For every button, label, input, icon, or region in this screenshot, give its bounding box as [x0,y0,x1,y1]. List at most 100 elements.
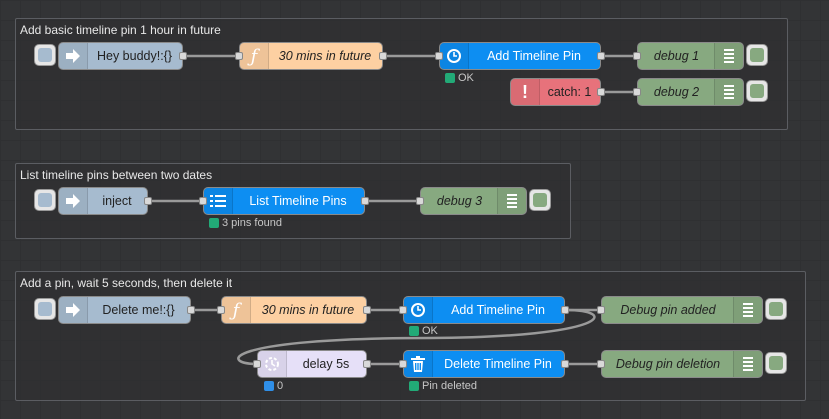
status-dot [409,381,419,391]
debug-bars-icon [743,357,753,371]
function-icon-area: ƒ [222,297,251,323]
group-add-basic-pin[interactable]: Add basic timeline pin 1 hour in future [15,18,788,130]
clock-icon [447,49,461,63]
inject-node-hey-buddy[interactable]: Hey buddy!:{} [58,42,187,70]
output-port[interactable] [597,52,605,60]
inject-trigger-button[interactable] [34,298,56,320]
delay-icon-area [258,351,287,377]
inject-node[interactable]: inject [58,187,152,215]
input-port[interactable] [253,360,261,368]
output-port[interactable] [363,306,371,314]
inject-node-delete-me[interactable]: Delete me!:{} [58,296,195,324]
node-label: List Timeline Pins [249,194,347,208]
debug-node-2[interactable]: debug 2 [633,78,744,106]
node-label: 30 mins in future [278,49,372,63]
node-label: debug 1 [653,49,700,63]
output-port[interactable] [597,88,605,96]
status-text: 0 [277,380,284,392]
node-label: Delete Timeline Pin [444,357,552,371]
input-port[interactable] [235,52,243,60]
node-label: debug 2 [653,85,700,99]
clock-icon [411,303,425,317]
status-text: Pin deleted [422,380,478,392]
arrow-in-icon [66,49,80,63]
node-label: delay 5s [302,357,350,371]
function-icon: ƒ [232,299,240,321]
node-label: 30 mins in future [261,303,355,317]
output-port[interactable] [361,197,369,205]
input-port[interactable] [597,360,605,368]
inject-icon-area [59,188,88,214]
debug-node-3[interactable]: debug 3 [416,187,527,215]
timer-icon [265,357,279,371]
debug-toggle-button[interactable] [746,44,768,66]
debug-icon-area [497,188,526,214]
wire [237,308,596,366]
function-node-30-mins[interactable]: ƒ 30 mins in future [235,42,387,70]
input-port[interactable] [597,306,605,314]
arrow-in-icon [66,303,80,317]
delete-timeline-pin-node[interactable]: Delete Timeline Pin [399,350,569,378]
input-port[interactable] [633,52,641,60]
input-port[interactable] [399,360,407,368]
node-status: 3 pins found [209,217,282,229]
timeline-icon-area [440,43,469,69]
debug-toggle-button[interactable] [529,189,551,211]
debug-node-1[interactable]: debug 1 [633,42,744,70]
debug-bars-icon [507,194,517,208]
debug-icon-area [733,297,762,323]
output-port[interactable] [144,197,152,205]
inject-trigger-button[interactable] [34,44,56,66]
status-dot [409,326,419,336]
node-label: Delete me!:{} [102,303,175,317]
node-label: catch: 1 [547,85,592,99]
output-port[interactable] [363,360,371,368]
debug-toggle-button[interactable] [765,298,787,320]
input-port[interactable] [416,197,424,205]
list-timeline-pins-node[interactable]: List Timeline Pins [199,187,369,215]
input-port[interactable] [399,306,407,314]
input-port[interactable] [633,88,641,96]
output-port[interactable] [187,306,195,314]
debug-pin-added-node[interactable]: Debug pin added [597,296,763,324]
node-label: Add Timeline Pin [487,49,581,63]
output-port[interactable] [561,306,569,314]
add-timeline-pin-node[interactable]: Add Timeline Pin [399,296,569,324]
input-port[interactable] [435,52,443,60]
output-port[interactable] [179,52,187,60]
add-timeline-pin-node[interactable]: Add Timeline Pin [435,42,605,70]
debug-pin-deletion-node[interactable]: Debug pin deletion [597,350,763,378]
debug-toggle-button[interactable] [765,352,787,374]
debug-toggle-button[interactable] [746,80,768,102]
status-text: 3 pins found [222,217,282,229]
status-text: OK [422,325,438,337]
node-status: 0 [264,380,283,392]
node-status: OK [409,325,438,337]
status-dot [264,381,274,391]
timeline-icon-area [404,297,433,323]
debug-bars-icon [724,85,734,99]
group-add-wait-delete[interactable]: Add a pin, wait 5 seconds, then delete i… [15,271,806,401]
function-icon-area: ƒ [240,43,269,69]
delay-node[interactable]: delay 5s [253,350,371,378]
group-label: Add basic timeline pin 1 hour in future [20,23,221,37]
output-port[interactable] [561,360,569,368]
node-status: OK [445,72,474,84]
inject-icon-area [59,297,88,323]
status-text: OK [458,72,474,84]
arrow-in-icon [66,194,80,208]
input-port[interactable] [199,197,207,205]
debug-icon-area [733,351,762,377]
debug-icon-area [714,79,743,105]
function-icon: ƒ [250,45,258,67]
output-port[interactable] [379,52,387,60]
alert-icon: ! [522,81,528,102]
catch-node[interactable]: ! catch: 1 [510,78,605,106]
timeline-icon-area [404,351,433,377]
node-label: Add Timeline Pin [451,303,545,317]
function-node-30-mins[interactable]: ƒ 30 mins in future [217,296,371,324]
inject-trigger-button[interactable] [34,189,56,211]
input-port[interactable] [217,306,225,314]
node-label: inject [102,194,132,208]
trash-icon [411,356,425,372]
